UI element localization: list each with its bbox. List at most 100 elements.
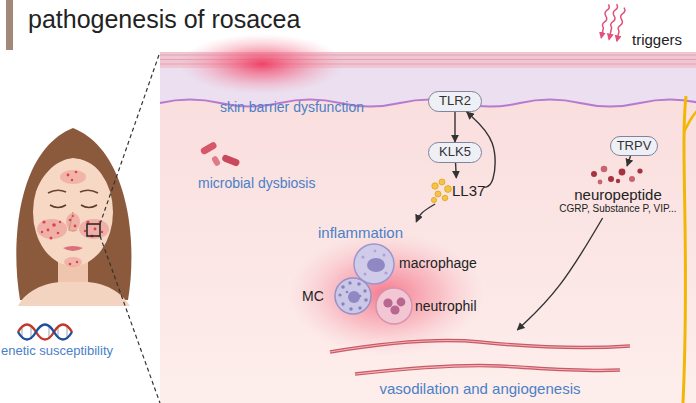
eyebrow	[48, 190, 66, 193]
shoulders	[18, 282, 130, 306]
cheek-redness	[37, 219, 67, 239]
molecule-label: neuropeptide	[548, 186, 688, 203]
neuropeptide-cluster: neuropeptideCGRP, Substance P, VIP...	[548, 166, 688, 218]
peptide-dot	[435, 191, 441, 197]
cell-body	[354, 244, 394, 284]
cell-granule	[346, 291, 349, 294]
diagram-title: pathogenesis of rosacea	[28, 5, 300, 34]
cell-granule	[364, 273, 367, 276]
cell-granule	[364, 298, 368, 302]
cell-granule	[357, 282, 361, 286]
neuropeptide-dot	[629, 176, 635, 182]
papule	[76, 261, 78, 263]
annotation-label: skin barrier dysfunction	[220, 99, 364, 115]
trigger-wave	[615, 7, 625, 41]
nerve-branch	[684, 108, 696, 132]
annotation-label: enetic susceptibility	[1, 344, 113, 359]
cell-granule	[363, 289, 366, 292]
nucleus-lobe	[397, 298, 406, 307]
papule	[59, 221, 61, 223]
cell-granule	[374, 250, 377, 253]
flow-arrow	[416, 204, 435, 222]
trigger-arrows	[600, 2, 626, 41]
inflammation-zone: inflammation macrophageMCneutrophil	[296, 222, 486, 342]
molecule-label: LL37	[452, 182, 485, 199]
nose-redness	[66, 213, 80, 231]
cell-granule	[361, 255, 364, 258]
hair-fringe	[33, 140, 113, 200]
neuropeptide-dot	[619, 169, 626, 176]
papule	[71, 179, 73, 181]
mouth	[63, 246, 83, 251]
cell-granule	[341, 302, 344, 305]
papule	[50, 237, 53, 240]
annotation-label: triggers	[632, 31, 682, 48]
peptide-dot	[445, 186, 452, 193]
cell-granule	[349, 307, 353, 311]
title-bar	[6, 0, 13, 50]
papule	[86, 220, 89, 223]
papule	[42, 220, 45, 223]
closed-eye	[81, 205, 97, 208]
pill-label: KLK5	[429, 145, 481, 160]
cell-nucleus	[348, 291, 360, 303]
cell-granule	[359, 295, 362, 298]
dna-helix	[18, 325, 72, 340]
peptide-dot	[431, 197, 436, 202]
pill-label: TLR2	[429, 94, 481, 109]
pill-label: TRPV	[611, 139, 657, 154]
eyebrow	[80, 190, 98, 193]
zoom-line	[100, 52, 160, 224]
neuropeptide-dot	[608, 176, 614, 182]
cell-granule	[383, 254, 386, 257]
papule	[69, 219, 72, 222]
neuropeptide-dot	[616, 179, 620, 183]
hair-back	[16, 128, 131, 300]
peptide-dot	[442, 195, 448, 201]
cell-body	[335, 278, 371, 314]
vessel-lumen	[330, 340, 630, 352]
flow-arrow	[454, 112, 455, 142]
peptide-dot	[432, 183, 438, 189]
papule	[75, 171, 78, 174]
flow-arrow	[627, 156, 630, 166]
chin-redness	[64, 257, 82, 267]
cell-nucleus	[367, 258, 385, 272]
trigger-wave	[608, 4, 618, 40]
forehead-redness	[60, 170, 86, 184]
trigger-wave	[600, 4, 610, 38]
process-heading: vasodilation and angiogenesis	[330, 380, 630, 397]
dna-strand	[18, 325, 72, 340]
blood-vessel-band: vasodilation and angiogenesis	[330, 330, 630, 400]
peptide-dot	[439, 179, 445, 185]
bacterium	[221, 154, 240, 167]
neutrophil-cell: neutrophil	[375, 287, 485, 325]
vessel-wall	[330, 340, 630, 352]
cell-granule	[348, 281, 351, 284]
mast-cell: MC	[302, 277, 371, 315]
inflammation-glow	[288, 232, 484, 356]
cell-granule	[358, 306, 361, 309]
papule	[74, 225, 77, 228]
face-illustration	[16, 128, 131, 306]
papule	[69, 263, 72, 266]
flow-arrow	[517, 218, 602, 330]
process-heading: inflammation	[318, 224, 403, 241]
papule	[101, 231, 103, 233]
nucleus-lobe	[390, 305, 399, 314]
zoom-box	[87, 224, 100, 236]
nose	[69, 212, 77, 231]
receptor-pill: KLK5	[428, 142, 482, 163]
neuropeptide-dot	[591, 171, 597, 177]
papule	[47, 229, 50, 232]
papule	[94, 228, 97, 231]
cell-label: macrophage	[399, 255, 477, 271]
bacterium	[211, 155, 221, 167]
flow-arrow	[467, 112, 495, 187]
papule	[84, 230, 86, 232]
annotation-label: microbial dysbiosis	[198, 175, 315, 191]
vessel-wall	[355, 365, 620, 374]
zoom-line	[100, 236, 160, 403]
